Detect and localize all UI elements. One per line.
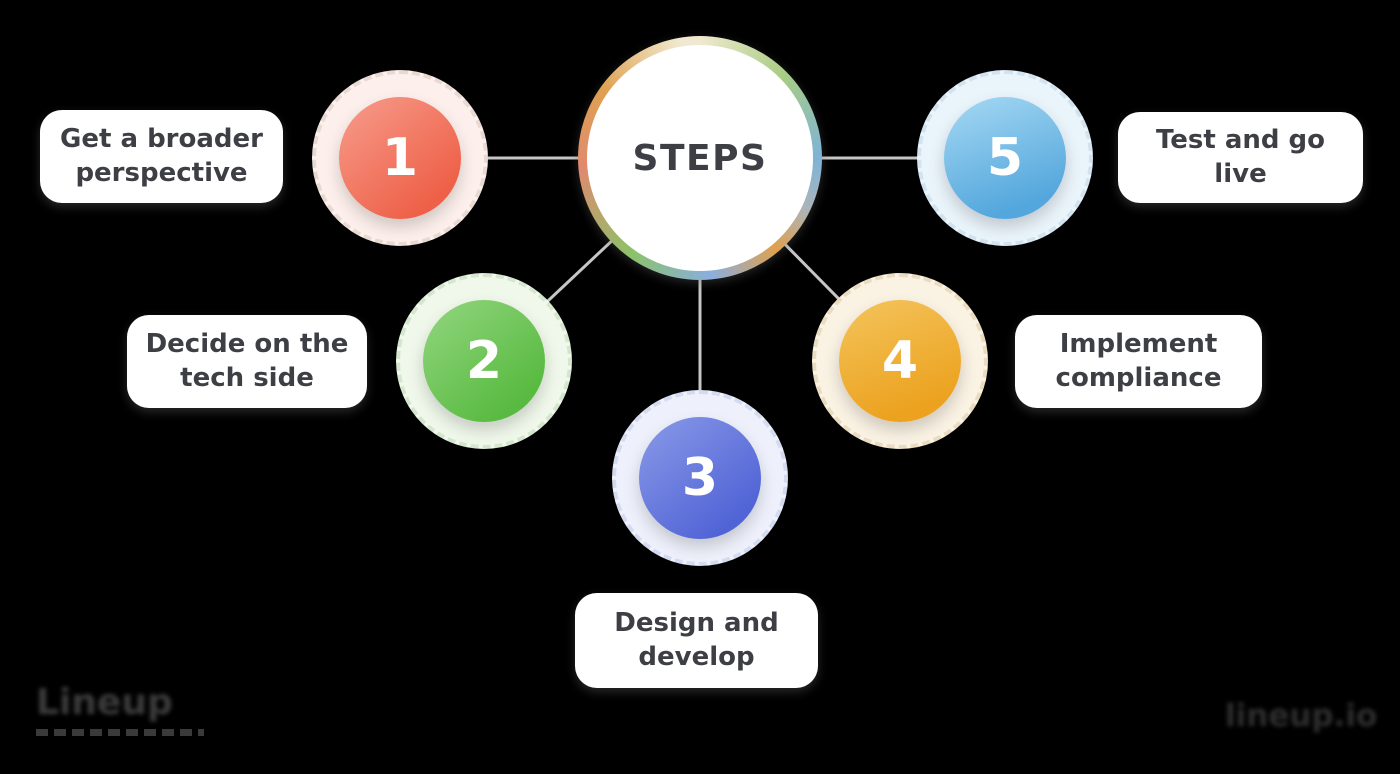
step-circle-4-core: 4 [839,300,961,422]
step-circle-1: 1 [312,70,488,246]
step-circle-1-core: 1 [339,97,461,219]
center-circle: STEPS [578,36,822,280]
center-circle-face: STEPS [587,45,813,271]
step-label-card-5: Test and go live [1118,112,1363,203]
step-number-3: 3 [681,448,719,508]
step-label-card-3: Design and develop [575,593,818,688]
step-circle-2: 2 [396,273,572,449]
watermark-url-right: lineup.io [1225,698,1378,734]
step-circle-5-core: 5 [944,97,1066,219]
step-circle-3: 3 [612,390,788,566]
step-number-5: 5 [986,128,1024,188]
watermark-logo-left: Lineup [36,682,173,723]
step-number-1: 1 [381,128,419,188]
watermark-logo-underline [36,729,204,736]
step-circle-4: 4 [812,273,988,449]
step-label-card-4: Implement compliance [1015,315,1262,408]
step-circle-3-core: 3 [639,417,761,539]
step-label-card-2: Decide on the tech side [127,315,367,408]
step-circle-2-core: 2 [423,300,545,422]
center-title: STEPS [632,137,768,179]
step-number-2: 2 [465,331,503,391]
step-label-card-1: Get a broader perspective [40,110,283,203]
step-number-4: 4 [881,331,919,391]
step-circle-5: 5 [917,70,1093,246]
